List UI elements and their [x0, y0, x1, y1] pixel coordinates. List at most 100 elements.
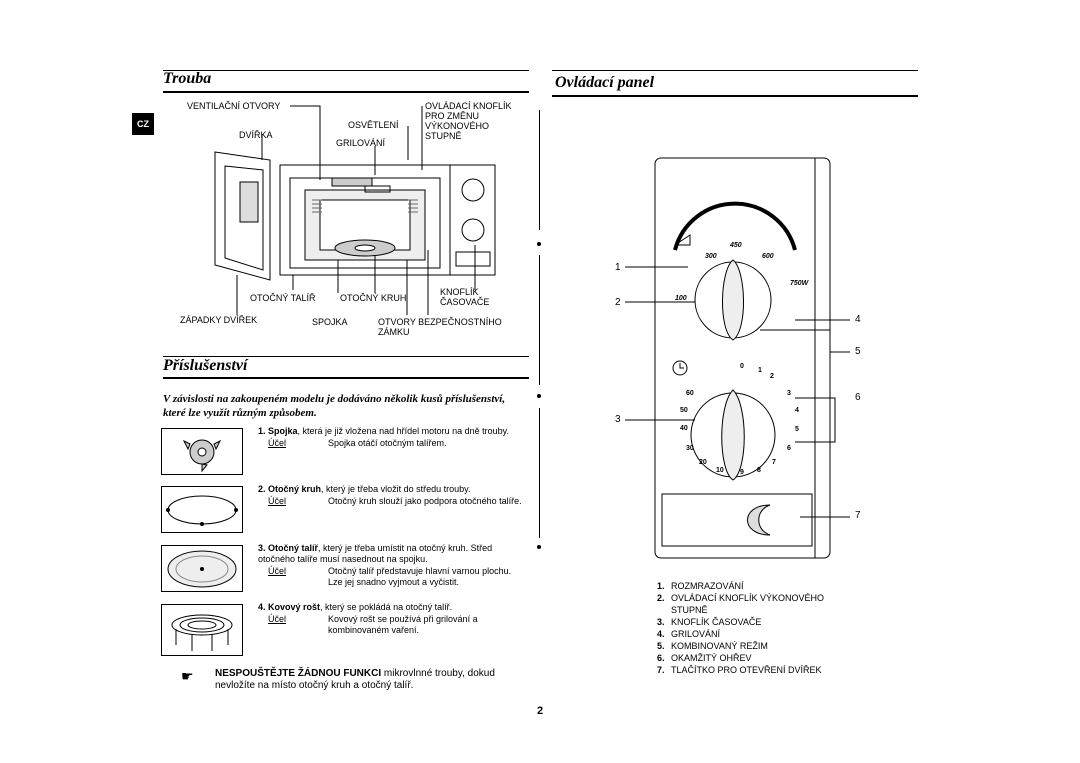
oven-section-title: Trouba [163, 70, 212, 87]
legend-number: 5. [657, 641, 665, 651]
timer-scale-1: 1 [758, 367, 762, 374]
timer-scale-30: 30 [686, 445, 694, 452]
purpose-text: Kovový rošt se používá při grilování a k… [328, 614, 478, 635]
legend-text: OKAMŽITÝ OHŘEV [671, 653, 752, 663]
panel-section-title: Ovládací panel [555, 74, 655, 91]
callout-4: 4 [855, 314, 861, 325]
timer-scale-9: 9 [740, 469, 744, 476]
accessories-title-bottom-rule [163, 377, 529, 379]
center-divider-low [539, 408, 540, 538]
legend-number: 4. [657, 629, 665, 639]
timer-scale-2: 2 [770, 373, 774, 380]
label-door-latches: ZÁPADKY DVÍŘEK [180, 315, 258, 325]
timer-scale-50: 50 [680, 407, 688, 414]
item-name: Spojka [268, 426, 298, 436]
purpose-text: Otočný talíř představuje hlavní varnou p… [328, 566, 512, 587]
accessories-intro: V závislosti na zakoupeném modelu je dod… [163, 393, 506, 419]
purpose-text: Otočný kruh slouží jako podpora otočného… [328, 496, 522, 506]
power-scale-450: 450 [729, 242, 742, 249]
timer-scale-0: 0 [740, 363, 744, 370]
label-light: OSVĚTLENÍ [348, 120, 399, 130]
divider-dot [537, 394, 541, 398]
legend-text: TLAČÍTKO PRO OTEVŘENÍ DVÍŘEK [671, 665, 822, 675]
item-name: Otočný talíř [268, 543, 319, 553]
center-divider-top [539, 110, 540, 230]
callout-3: 3 [615, 414, 621, 425]
label-power-knob: OVLÁDACÍ KNOFLÍK PRO ZMĚNU VÝKONOVÉHO ST… [425, 101, 512, 141]
legend-text: GRILOVÁNÍ [671, 629, 721, 639]
timer-scale-60: 60 [686, 390, 694, 397]
timer-scale-5: 5 [795, 426, 799, 433]
label-timer-knob: KNOFLÍK ČASOVAČE [440, 287, 490, 307]
accessory-item-4: 4. Kovový rošt, který se pokládá na otoč… [258, 602, 528, 636]
label-turntable: OTOČNÝ TALÍŘ [250, 293, 316, 303]
purpose-label: Účel [268, 496, 287, 506]
timer-scale-6: 6 [787, 445, 791, 452]
legend-number: 1. [657, 581, 665, 591]
callout-6: 6 [855, 392, 861, 403]
panel-title-top-rule [552, 70, 918, 71]
label-door: DVÍŘKA [239, 130, 273, 140]
panel-title-bottom-rule [552, 95, 918, 97]
item-number: 2. [258, 484, 266, 494]
timer-scale-4: 4 [795, 407, 799, 414]
item-number: 1. [258, 426, 266, 436]
legend-item: 1. ROZMRAZOVÁNÍ [657, 580, 861, 592]
legend-text: KOMBINOVANÝ REŽIM [671, 641, 768, 651]
legend-item: 3. KNOFLÍK ČASOVAČE [657, 616, 861, 628]
accessory-item-2: 2. Otočný kruh, který je třeba vložit do… [258, 484, 528, 507]
legend-item: 4. GRILOVÁNÍ [657, 628, 861, 640]
divider-dot [537, 242, 541, 246]
accessory-item-1: 1. Spojka, která je již vložena nad hříd… [258, 426, 528, 449]
power-scale-750w: 750W [790, 280, 810, 287]
control-panel-illustration: 450 300 600 750W 100 0 1 2 3 4 5 6 7 8 9… [625, 157, 850, 559]
timer-scale-7: 7 [772, 459, 776, 466]
item-desc: , která je již vložena nad hřídel motoru… [297, 426, 509, 436]
power-scale-100: 100 [675, 295, 687, 302]
label-roller-ring: OTOČNÝ KRUH [340, 293, 407, 303]
accessories-title-top-rule [163, 356, 529, 357]
item-desc: , který je třeba vložit do středu trouby… [321, 484, 471, 494]
accessory-item-3: 3. Otočný talíř, který je třeba umístit … [258, 543, 528, 588]
accessories-section-title: Příslušenství [163, 357, 248, 374]
language-tab: CZ [132, 113, 154, 135]
note-rest: mikrovlnné trouby, dokud nevložíte na mí… [215, 668, 495, 691]
legend-number: 3. [657, 617, 665, 627]
label-coupler: SPOJKA [312, 317, 348, 327]
center-divider-mid [539, 255, 540, 385]
callout-2: 2 [615, 297, 621, 308]
roller-ring-image [161, 486, 243, 533]
purpose-label: Účel [268, 614, 287, 624]
legend-text: KNOFLÍK ČASOVAČE [671, 617, 762, 627]
legend-item: 2. OVLÁDACÍ KNOFLÍK VÝKONOVÉHO STUPNĚ [657, 592, 861, 616]
legend-number: 7. [657, 665, 665, 675]
item-name: Kovový rošt [268, 602, 321, 612]
callout-7: 7 [855, 510, 861, 521]
timer-scale-20: 20 [699, 459, 707, 466]
oven-illustration [214, 105, 496, 315]
legend-number: 2. [657, 593, 665, 603]
legend-item: 6. OKAMŽITÝ OHŘEV [657, 652, 861, 664]
label-grill: GRILOVÁNÍ [336, 138, 386, 148]
item-desc: , který se pokládá na otočný talíř. [320, 602, 453, 612]
oven-title-bottom-rule [163, 91, 529, 93]
legend-item: 5. KOMBINOVANÝ REŽIM [657, 640, 861, 652]
metal-rack-image [161, 604, 243, 656]
divider-dot [537, 545, 541, 549]
item-number: 4. [258, 602, 266, 612]
legend-number: 6. [657, 653, 665, 663]
legend-text: ROZMRAZOVÁNÍ [671, 581, 744, 591]
power-scale-600: 600 [762, 253, 774, 260]
timer-scale-8: 8 [757, 467, 761, 474]
item-name: Otočný kruh [268, 484, 322, 494]
purpose-label: Účel [268, 566, 287, 576]
pointing-hand-icon: ☛ [181, 668, 194, 684]
legend-text: OVLÁDACÍ KNOFLÍK VÝKONOVÉHO STUPNĚ [671, 593, 825, 615]
purpose-label: Účel [268, 438, 287, 448]
legend-item: 7. TLAČÍTKO PRO OTEVŘENÍ DVÍŘEK [657, 664, 861, 676]
timer-scale-10: 10 [716, 467, 724, 474]
item-number: 3. [258, 543, 266, 553]
timer-scale-3: 3 [787, 390, 791, 397]
callout-1: 1 [615, 262, 621, 273]
coupler-image [161, 428, 243, 475]
